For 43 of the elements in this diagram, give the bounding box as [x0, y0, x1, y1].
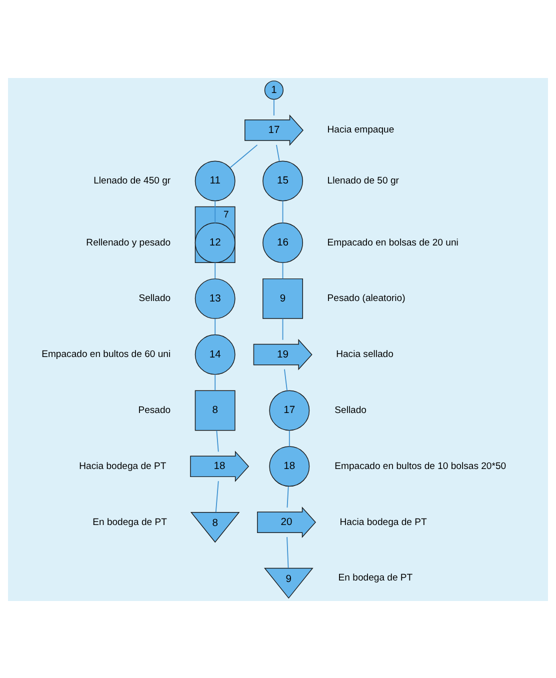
node-label: Hacia sellado: [336, 348, 394, 360]
node-circle: 16: [262, 222, 303, 262]
node-label: Hacia bodega de PT: [340, 516, 427, 528]
node-label: Pesado: [138, 404, 171, 416]
node-circle: 13: [194, 278, 236, 318]
node-circle: 1: [264, 80, 284, 100]
connector: [282, 262, 284, 279]
connector: [276, 144, 280, 162]
connector: [284, 368, 288, 391]
node-circle: 15: [262, 160, 303, 201]
node-circle: 18: [269, 446, 310, 486]
connector: [286, 486, 289, 508]
node-label: 7: [223, 208, 229, 220]
connector: [216, 430, 219, 452]
connector: [282, 200, 284, 223]
node-circle: 11: [194, 160, 236, 201]
node-label: Hacia bodega de PT: [79, 460, 166, 472]
connector: [215, 480, 219, 512]
node-circle: 14: [194, 334, 236, 374]
node-label: Pesado (aleatorio): [327, 292, 406, 304]
node-label: En bodega de PT: [92, 516, 167, 528]
connector: [288, 430, 290, 446]
node-label: Sellado: [334, 404, 366, 416]
node-label: Rellenado y pesado: [86, 236, 171, 248]
node-label: Llenado de 450 gr: [94, 174, 171, 186]
node-label: Empacado en bultos de 60 uni: [42, 348, 171, 360]
node-label: Sellado: [138, 292, 171, 304]
connector: [230, 144, 258, 168]
node-circle: 12: [194, 222, 236, 262]
node-box: 9: [262, 278, 303, 318]
connector: [214, 262, 216, 279]
node-label: Empacado en bultos de 10 bolsas 20*50: [334, 460, 506, 472]
node-label: En bodega de PT: [338, 572, 413, 584]
node-label: Empacado en bolsas de 20 uni: [327, 236, 458, 248]
node-circle: 17: [269, 390, 310, 430]
connector: [214, 374, 216, 390]
node-label: Hacia empaque: [327, 124, 394, 136]
connector: [214, 200, 216, 223]
node-box: 8: [194, 390, 236, 430]
connector: [286, 536, 289, 568]
connector: [282, 318, 284, 340]
node-label: Llenado de 50 gr: [327, 174, 399, 186]
connector: [214, 318, 216, 334]
